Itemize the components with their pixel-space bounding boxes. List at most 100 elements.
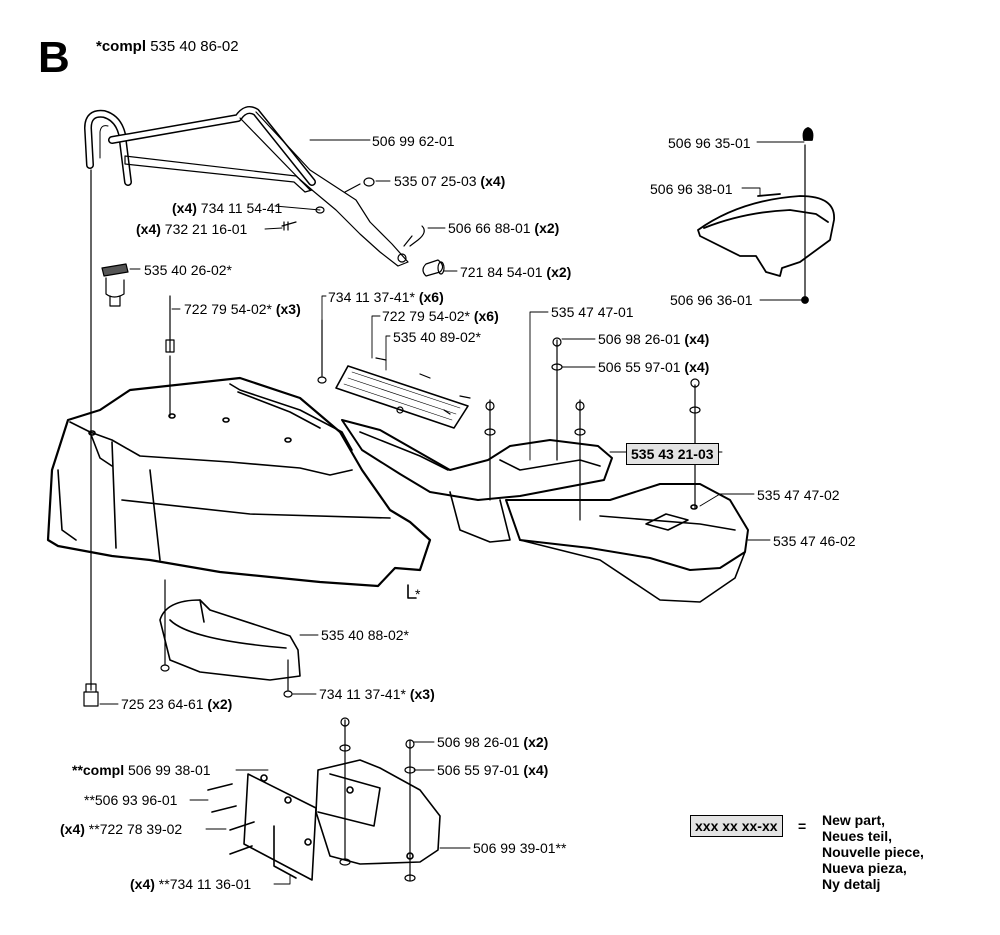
part-label: (x4) 734 11 54-41 — [172, 200, 282, 216]
legend-line: Nouvelle piece, — [822, 844, 924, 860]
legend-line: Neues teil, — [822, 828, 893, 844]
legend-equals: = — [798, 818, 807, 834]
legend-text: New part, Neues teil, Nouvelle piece, Nu… — [822, 812, 924, 892]
part-number: 734 11 54-41 — [200, 200, 283, 216]
part-label: 535 47 47-02 — [757, 487, 840, 503]
part-label: 535 40 88-02* — [321, 627, 409, 643]
part-label: 506 55 97-01 (x4) — [598, 359, 709, 375]
part-number: 722 79 54-02* — [184, 301, 272, 317]
part-number: 725 23 64-61 — [121, 696, 204, 712]
legend-box: xxx xx xx-xx — [690, 815, 783, 837]
part-number: 506 96 35-01 — [668, 135, 751, 151]
quantity: (x4) — [136, 221, 161, 237]
part-number: **734 11 36-01 — [158, 876, 252, 892]
quantity: (x4) — [684, 331, 710, 347]
part-label: **compl 506 99 38-01 — [72, 762, 211, 778]
quantity: (x2) — [207, 696, 233, 712]
quantity: (x2) — [523, 734, 549, 750]
part-label: 535 40 89-02* — [393, 329, 481, 345]
quantity: (x4) — [60, 821, 85, 837]
compl-number: 535 40 86-02 — [150, 38, 239, 55]
part-label: 725 23 64-61 (x2) — [121, 696, 232, 712]
part-label: 506 98 26-01 (x4) — [598, 331, 709, 347]
part-number: 734 11 37-41* — [328, 289, 415, 305]
rear-shell — [697, 127, 835, 304]
legend-line: Ny detalj — [822, 876, 881, 892]
part-number: 535 40 89-02* — [393, 329, 481, 345]
part-label: 734 11 37-41* (x3) — [319, 686, 435, 702]
part-number: 506 55 97-01 — [598, 359, 681, 375]
part-number: 732 21 16-01 — [164, 221, 248, 237]
part-number: 535 47 47-01 — [551, 304, 634, 320]
compl-prefix: *compl — [96, 38, 147, 55]
knob-assembly — [101, 263, 175, 353]
handle-bar — [84, 106, 409, 267]
quantity: (x6) — [473, 308, 499, 324]
part-label: 721 84 54-01 (x2) — [460, 264, 571, 280]
part-label: * — [415, 586, 420, 602]
part-number: 535 40 88-02* — [321, 627, 409, 643]
quantity: (x4) — [684, 359, 710, 375]
small-fasteners — [83, 337, 701, 882]
part-label: 506 96 35-01 — [668, 135, 751, 151]
part-number: 506 96 36-01 — [670, 292, 753, 308]
quantity: (x2) — [534, 220, 560, 236]
part-number: 535 47 47-02 — [757, 487, 840, 503]
handle-hardware — [281, 177, 445, 277]
part-label: 722 79 54-02* (x3) — [184, 301, 301, 317]
part-number: 722 79 54-02* — [382, 308, 470, 324]
part-label: 506 99 39-01** — [473, 840, 566, 856]
part-number: 506 99 38-01 — [128, 762, 211, 778]
part-label: **506 93 96-01 — [84, 792, 177, 808]
part-label: 535 47 46-02 — [773, 533, 856, 549]
part-label: 506 99 62-01 — [372, 133, 455, 149]
part-label: 535 07 25-03 (x4) — [394, 173, 505, 189]
part-label: (x4) 732 21 16-01 — [136, 221, 247, 237]
leader-lines — [99, 139, 805, 885]
quantity: (x4) — [172, 200, 197, 216]
part-label: (x4) **722 78 39-02 — [60, 821, 182, 837]
part-number: 734 11 37-41* — [319, 686, 406, 702]
part-label: (x4) **734 11 36-01 — [130, 876, 251, 892]
part-number: * — [415, 586, 421, 602]
part-label: 722 79 54-02* (x6) — [382, 308, 499, 324]
quantity: (x3) — [275, 301, 301, 317]
part-number: 535 40 26-02* — [144, 262, 232, 278]
part-number: **506 93 96-01 — [84, 792, 178, 808]
complete-assembly-label: *compl 535 40 86-02 — [96, 38, 239, 55]
part-number: 506 99 39-01** — [473, 840, 567, 856]
part-label: 506 55 97-01 (x4) — [437, 762, 548, 778]
grille — [335, 357, 471, 429]
part-number: 721 84 54-01 — [460, 264, 543, 280]
new-part-highlight: 535 43 21-03 — [626, 443, 719, 465]
quantity: (x3) — [409, 686, 435, 702]
quantity: (x6) — [418, 289, 444, 305]
section-letter: B — [38, 33, 70, 82]
quantity: **compl — [72, 762, 125, 778]
part-number: **722 78 39-02 — [88, 821, 183, 837]
part-label: 535 47 47-01 — [551, 304, 634, 320]
part-label: 535 40 26-02* — [144, 262, 232, 278]
front-shell — [341, 419, 749, 603]
part-number: 506 98 26-01 — [598, 331, 681, 347]
legend-line: New part, — [822, 812, 886, 828]
part-label: 506 96 38-01 — [650, 181, 733, 197]
legend-line: Nueva pieza, — [822, 860, 907, 876]
part-number: 535 47 46-02 — [773, 533, 856, 549]
part-number: 506 98 26-01 — [437, 734, 520, 750]
quantity: (x4) — [480, 173, 506, 189]
part-number: 506 99 62-01 — [372, 133, 455, 149]
quantity: (x4) — [130, 876, 155, 892]
part-label: 734 11 37-41* (x6) — [328, 289, 444, 305]
part-number: 535 07 25-03 — [394, 173, 477, 189]
part-number: 506 96 38-01 — [650, 181, 733, 197]
lower-bowl — [159, 599, 301, 681]
part-label: 506 98 26-01 (x2) — [437, 734, 548, 750]
part-label: 506 96 36-01 — [670, 292, 753, 308]
part-number: 506 66 88-01 — [448, 220, 531, 236]
quantity: (x4) — [523, 762, 549, 778]
quantity: (x2) — [546, 264, 572, 280]
deflector-assembly — [207, 759, 441, 881]
